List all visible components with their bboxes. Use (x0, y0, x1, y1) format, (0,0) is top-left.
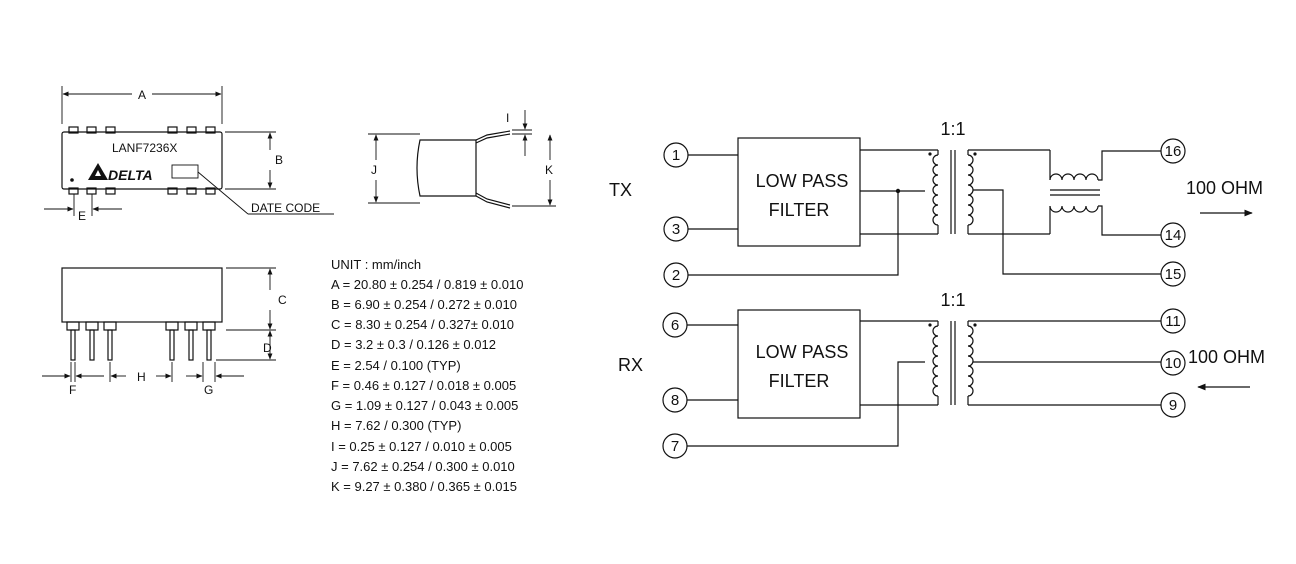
package-side-view: C D F H G (42, 267, 287, 397)
dim-label-b: B (275, 153, 283, 167)
tx-choke-bottom-icon (1049, 205, 1099, 213)
part-number: LANF7236X (112, 141, 177, 155)
pin-11 (1160, 308, 1186, 334)
pin-15 (1160, 261, 1186, 287)
dim-label-h: H (137, 370, 146, 384)
svg-text:14: 14 (1165, 227, 1182, 244)
spec-line: I = 0.25 ± 0.127 / 0.010 ± 0.005 (331, 439, 512, 454)
rx-secondary-coil-icon (967, 325, 974, 397)
dim-label-f: F (69, 383, 76, 397)
spec-line: F = 0.46 ± 0.127 / 0.018 ± 0.005 (331, 378, 516, 393)
svg-text:8: 8 (671, 392, 679, 409)
dim-label-c: C (278, 293, 287, 307)
dim-label-a: A (138, 88, 146, 102)
tx-choke-top-icon (1049, 173, 1099, 181)
package-end-view: J I K (368, 110, 556, 209)
tx-impedance-label: 100 OHM (1186, 178, 1263, 198)
rx-ratio-label: 1:1 (940, 290, 965, 310)
tx-primary-coil-icon (932, 154, 939, 226)
svg-text:LOW PASS: LOW PASS (756, 171, 849, 191)
rx-label: RX (618, 355, 643, 375)
unit-label: UNIT : mm/inch (331, 257, 421, 272)
rx-low-pass-filter (737, 309, 861, 419)
svg-text:LOW PASS: LOW PASS (756, 342, 849, 362)
svg-text:7: 7 (671, 438, 679, 455)
dim-label-j: J (371, 163, 377, 177)
spec-line: G = 1.09 ± 0.127 / 0.043 ± 0.005 (331, 398, 518, 413)
svg-text:10: 10 (1165, 355, 1182, 372)
pin-10 (1160, 350, 1186, 376)
spec-line: J = 7.62 ± 0.254 / 0.300 ± 0.010 (331, 459, 515, 474)
rx-impedance-label: 100 OHM (1188, 347, 1265, 367)
tx-schematic: TX 1 3 2 LOW PASS FILTER 1:1 (609, 119, 1263, 288)
dim-label-g: G (204, 383, 213, 397)
pin-14 (1160, 222, 1186, 248)
dim-label-e: E (78, 209, 86, 223)
tx-label: TX (609, 180, 632, 200)
pin-16 (1160, 138, 1186, 164)
svg-text:FILTER: FILTER (769, 200, 830, 220)
tx-ratio-label: 1:1 (940, 119, 965, 139)
tx-secondary-coil-icon (967, 154, 974, 226)
dimension-spec-list: UNIT : mm/inch A = 20.80 ± 0.254 / 0.819… (331, 257, 523, 494)
package-top-view: A LANF7236X DELTA DATE CODE B (44, 86, 334, 223)
pin-9 (1160, 392, 1186, 418)
svg-text:16: 16 (1165, 143, 1182, 160)
svg-text:2: 2 (672, 267, 680, 284)
spec-line: C = 8.30 ± 0.254 / 0.327± 0.010 (331, 317, 514, 332)
svg-text:11: 11 (1165, 313, 1181, 330)
rx-primary-coil-icon (932, 325, 939, 397)
brand-label: DELTA (108, 167, 153, 183)
dim-label-i: I (506, 111, 509, 125)
svg-text:3: 3 (672, 221, 680, 238)
spec-line: B = 6.90 ± 0.254 / 0.272 ± 0.010 (331, 297, 517, 312)
spec-line: A = 20.80 ± 0.254 / 0.819 ± 0.010 (331, 277, 523, 292)
dim-label-d: D (263, 341, 272, 355)
date-code-label: DATE CODE (251, 201, 320, 215)
spec-line: E = 2.54 / 0.100 (TYP) (331, 358, 461, 373)
spec-line: H = 7.62 / 0.300 (TYP) (331, 418, 461, 433)
spec-line: D = 3.2 ± 0.3 / 0.126 ± 0.012 (331, 337, 496, 352)
svg-text:6: 6 (671, 317, 679, 334)
svg-text:FILTER: FILTER (769, 371, 830, 391)
svg-text:15: 15 (1165, 266, 1182, 283)
rx-schematic: RX 6 8 7 LOW PASS FILTER 1:1 11 10 (618, 290, 1265, 459)
spec-line: K = 9.27 ± 0.380 / 0.365 ± 0.015 (331, 479, 517, 494)
svg-text:9: 9 (1169, 397, 1177, 414)
tx-low-pass-filter (737, 137, 861, 247)
svg-text:1: 1 (672, 147, 680, 164)
dim-label-k: K (545, 163, 553, 177)
